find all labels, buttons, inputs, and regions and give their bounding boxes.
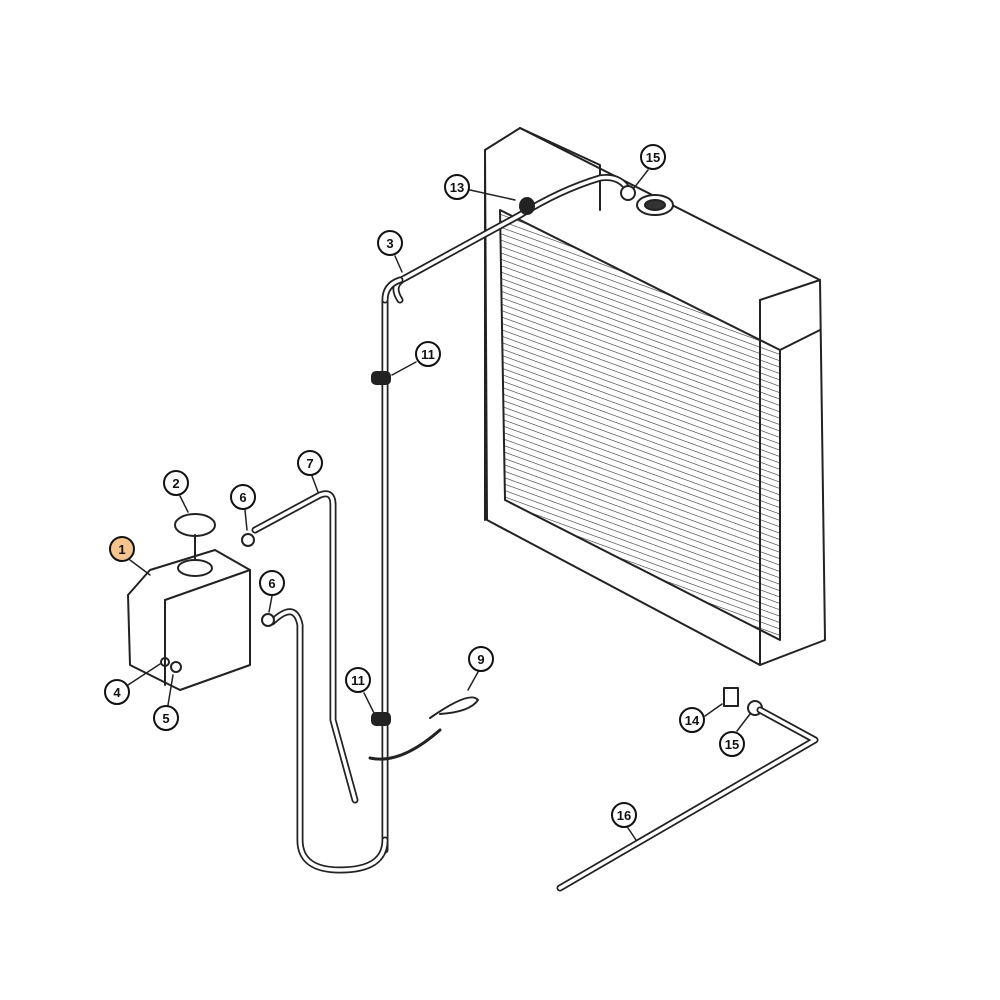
callout-9: 9 bbox=[468, 646, 494, 672]
callout-7: 7 bbox=[297, 450, 323, 476]
callout-5: 5 bbox=[153, 705, 179, 731]
callout-6: 6 bbox=[259, 570, 285, 596]
callout-16: 16 bbox=[611, 802, 637, 828]
callout-1: 1 bbox=[109, 536, 135, 562]
callout-3: 3 bbox=[377, 230, 403, 256]
callout-4: 4 bbox=[104, 679, 130, 705]
callout-15: 15 bbox=[640, 144, 666, 170]
coolant-tank bbox=[127, 513, 251, 691]
callout-15: 15 bbox=[719, 731, 745, 757]
callout-6: 6 bbox=[230, 484, 256, 510]
callout-11: 11 bbox=[345, 667, 371, 693]
radiator bbox=[484, 127, 826, 666]
callout-2: 2 bbox=[163, 470, 189, 496]
callout-11: 11 bbox=[415, 341, 441, 367]
callout-14: 14 bbox=[679, 707, 705, 733]
callout-13: 13 bbox=[444, 174, 470, 200]
